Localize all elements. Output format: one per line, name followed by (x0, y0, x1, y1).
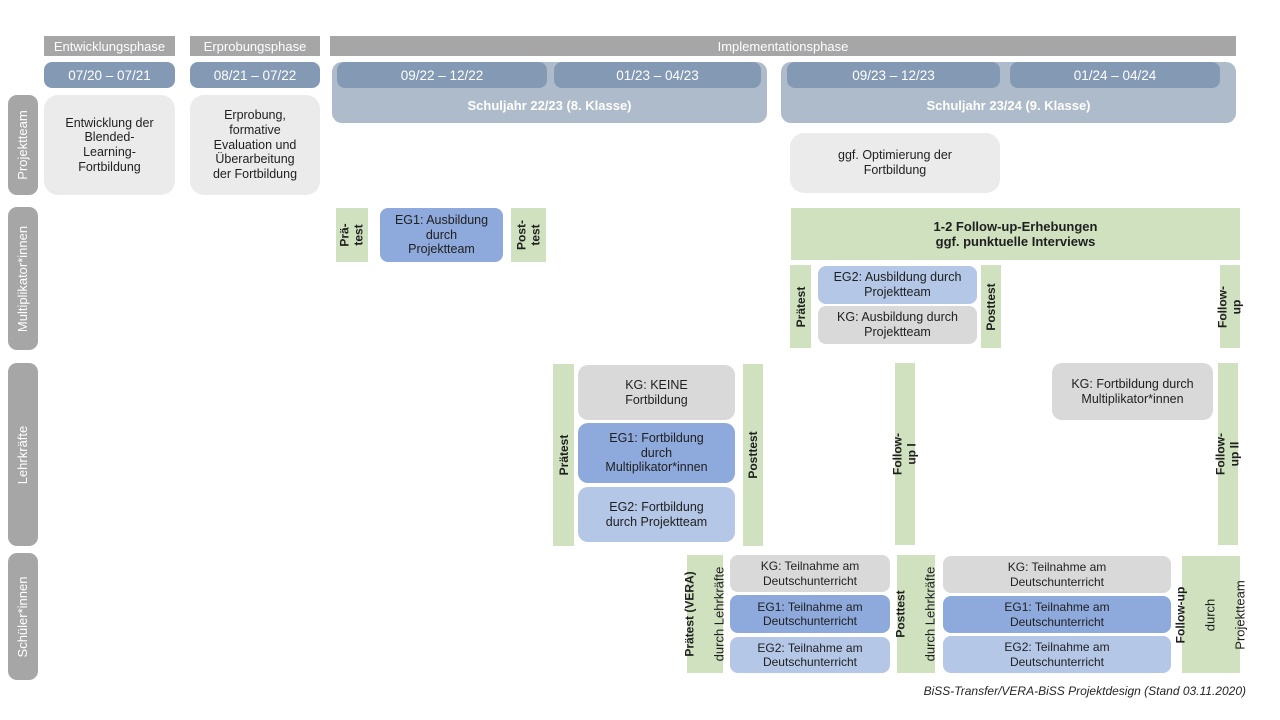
date-range-0720-0721: 07/20 – 07/21 (44, 62, 175, 88)
posttest-bar-multiplikatoren-2: Posttest (981, 265, 1001, 348)
date-range-0821-0722: 08/21 – 07/22 (190, 62, 320, 88)
vertical-label: Prä- test (337, 223, 366, 247)
posttest-bar-lehrkraefte: Posttest (743, 364, 763, 546)
date-range-0123-0423: 01/23 – 04/23 (554, 62, 761, 88)
vertical-label: Posttest (745, 431, 760, 479)
followup2-bar-lehrkraefte: Follow-up II (1214, 363, 1242, 545)
box-text: Entwicklung der Blended- Learning- Fortb… (65, 115, 154, 174)
phase-header-label: Erprobungsphase (203, 38, 307, 54)
row-label-multiplikatorinnen: Multiplikator*innen (8, 207, 38, 350)
schuljahr-22-23-label: Schuljahr 22/23 (8. Klasse) (467, 98, 632, 113)
followup-bar-schueler: Follow-up durch Projektteam (1174, 556, 1248, 673)
date-range-0124-0424: 01/24 – 04/24 (1010, 62, 1220, 88)
date-text: 01/24 – 04/24 (1073, 67, 1157, 83)
box-text: ggf. Optimierung der Fortbildung (838, 148, 952, 177)
followup-bar-multiplikatoren: Follow-up (1216, 265, 1244, 348)
box-eg1-teilnahme-2: EG1: Teilnahme am Deutschunterricht (943, 596, 1171, 633)
row-label-text: Schüler*innen (15, 576, 31, 657)
vertical-label-bold: Follow-up (1173, 586, 1188, 643)
box-text: EG2: Teilnahme am Deutschunterricht (757, 640, 863, 669)
praetest-bar-multiplikatoren-1: Prä- test (336, 208, 368, 262)
box-text: EG1: Fortbildung durch Multiplikator*inn… (605, 430, 708, 475)
box-kg-teilnahme-2: KG: Teilnahme am Deutschunterricht (943, 556, 1171, 593)
row-label-projektteam: Projektteam (8, 95, 38, 195)
date-range-0923-1223: 09/23 – 12/23 (787, 62, 1000, 88)
box-text: KG: Fortbildung durch Multiplikator*inne… (1071, 376, 1194, 406)
posttest-bar-multiplikatoren-1: Post- test (511, 208, 546, 262)
row-label-lehrkraefte: Lehrkräfte (8, 363, 38, 546)
box-followup-erhebungen: 1-2 Follow-up-Erhebungen ggf. punktuelle… (791, 208, 1240, 260)
date-text: 09/22 – 12/22 (400, 67, 484, 83)
box-text: Erprobung, formative Evaluation und Über… (212, 108, 298, 182)
vertical-label-sub: Projektteam (1232, 579, 1248, 650)
date-text: 09/23 – 12/23 (852, 67, 935, 83)
box-text: KG: Ausbildung durch Projektteam (837, 310, 958, 339)
box-optimierung-fortbildung: ggf. Optimierung der Fortbildung (790, 133, 1000, 193)
date-text: 08/21 – 07/22 (213, 67, 297, 83)
vertical-label-bold: Prätest (VERA) (682, 571, 697, 657)
date-range-0922-1222: 09/22 – 12/22 (337, 62, 547, 88)
vertical-label: Prätest (556, 434, 571, 476)
box-kg-teilnahme-1: KG: Teilnahme am Deutschunterricht (730, 555, 890, 592)
posttest-bar-schueler: Posttest durch Lehrkräfte (893, 555, 938, 673)
box-erprobung-evaluation: Erprobung, formative Evaluation und Über… (190, 95, 320, 195)
vertical-label: Follow-up I (890, 433, 919, 475)
box-eg2-fortbildung-projektteam: EG2: Fortbildung durch Projektteam (578, 487, 735, 542)
vertical-label-bold: Posttest (893, 590, 908, 638)
praetest-bar-multiplikatoren-2: Prätest (790, 265, 811, 348)
box-text: KG: Teilnahme am Deutschunterricht (1007, 560, 1107, 589)
box-kg-keine-fortbildung: KG: KEINE Fortbildung (578, 365, 735, 420)
vertical-label: Prätest (793, 286, 808, 327)
schuljahr-23-24-label: Schuljahr 23/24 (9. Klasse) (926, 98, 1091, 113)
vertical-label: Posttest (983, 282, 998, 331)
row-label-schuelerinnen: Schüler*innen (8, 553, 38, 680)
box-text: EG2: Ausbildung durch Projektteam (833, 270, 962, 299)
vertical-label-sub: durch Lehrkräfte (922, 566, 938, 662)
phase-header-entwicklungsphase: Entwicklungsphase (44, 36, 175, 56)
phase-header-label: Entwicklungsphase (53, 38, 166, 54)
box-kg-ausbildung-projektteam: KG: Ausbildung durch Projektteam (818, 306, 977, 344)
box-text: EG1: Teilnahme am Deutschunterricht (1004, 600, 1110, 629)
vertical-label: Follow-up II (1213, 433, 1242, 475)
vertical-label-sub: durch Lehrkräfte (711, 566, 727, 662)
box-eg1-teilnahme-1: EG1: Teilnahme am Deutschunterricht (730, 595, 890, 633)
row-label-text: Projektteam (15, 110, 31, 180)
row-label-text: Multiplikator*innen (15, 225, 31, 332)
box-eg2-ausbildung-projektteam: EG2: Ausbildung durch Projektteam (818, 266, 977, 304)
praetest-vera-bar-schueler: Prätest (VERA) durch Lehrkräfte (683, 555, 727, 673)
box-eg1-ausbildung-projektteam: EG1: Ausbildung durch Projektteam (380, 208, 503, 262)
date-text: 07/20 – 07/21 (68, 67, 151, 83)
box-entwicklung-fortbildung: Entwicklung der Blended- Learning- Fortb… (44, 95, 175, 195)
box-text: EG1: Teilnahme am Deutschunterricht (757, 599, 863, 628)
diagram-caption: BiSS-Transfer/VERA-BiSS Projektdesign (S… (923, 684, 1246, 698)
phase-header-label: Implementationsphase (717, 38, 849, 54)
box-text: EG2: Teilnahme am Deutschunterricht (1004, 640, 1110, 669)
praetest-bar-lehrkraefte: Prätest (553, 364, 574, 546)
box-text: EG1: Ausbildung durch Projektteam (394, 212, 489, 257)
vertical-label: Post- test (514, 220, 543, 250)
box-text: EG2: Fortbildung durch Projektteam (605, 499, 708, 529)
vertical-label: Follow-up (1215, 285, 1244, 328)
box-text: KG: KEINE Fortbildung (625, 377, 688, 407)
vertical-label-sub: durch (1202, 598, 1218, 631)
box-kg-fortbildung-multiplikatoren: KG: Fortbildung durch Multiplikator*inne… (1052, 363, 1213, 420)
box-eg2-teilnahme-1: EG2: Teilnahme am Deutschunterricht (730, 637, 890, 673)
followup1-bar-lehrkraefte: Follow-up I (891, 363, 919, 545)
box-text: 1-2 Follow-up-Erhebungen ggf. punktuelle… (933, 218, 1098, 249)
box-eg1-fortbildung-multiplikatoren: EG1: Fortbildung durch Multiplikator*inn… (578, 423, 735, 483)
box-text: KG: Teilnahme am Deutschunterricht (760, 559, 860, 588)
phase-header-erprobungsphase: Erprobungsphase (190, 36, 320, 56)
date-text: 01/23 – 04/23 (616, 67, 699, 83)
row-label-text: Lehrkräfte (15, 425, 31, 484)
phase-header-implementationsphase: Implementationsphase (330, 36, 1236, 56)
box-eg2-teilnahme-2: EG2: Teilnahme am Deutschunterricht (943, 636, 1171, 673)
